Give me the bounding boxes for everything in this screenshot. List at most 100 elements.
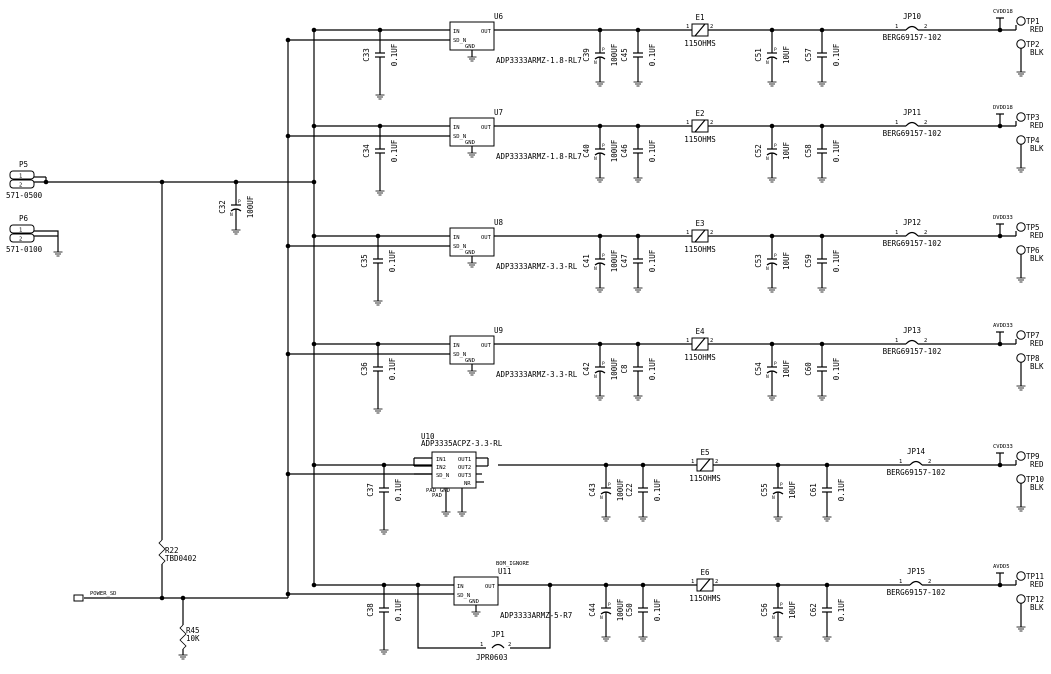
- label: C8: [620, 364, 629, 374]
- label: E3: [695, 219, 704, 228]
- label: TP5: [1026, 223, 1040, 232]
- label: RED: [1030, 231, 1044, 240]
- ground-icon: [467, 370, 477, 376]
- chip-body: [449, 117, 495, 147]
- junction-dot: [415, 582, 421, 588]
- label: C61: [809, 483, 818, 497]
- ground-icon: [767, 81, 777, 87]
- label: BLK: [1030, 603, 1044, 612]
- label: PAD: [432, 493, 442, 499]
- ground-icon: [633, 81, 643, 87]
- label: 115OHMS: [684, 353, 716, 362]
- label: C43: [588, 483, 597, 497]
- label: JP15: [907, 567, 925, 576]
- label: C33: [362, 48, 371, 62]
- label: JP12: [903, 218, 921, 227]
- label: 2: [928, 579, 931, 585]
- label: TP4: [1026, 136, 1040, 145]
- label: GND: [465, 140, 475, 146]
- label: 1: [895, 230, 898, 236]
- label: OUT3: [458, 473, 471, 479]
- label: C36: [360, 362, 369, 376]
- test-point-icon: [1016, 245, 1026, 255]
- label: GND: [465, 358, 475, 364]
- label: C35: [360, 254, 369, 268]
- label: C42: [582, 362, 591, 376]
- label: 2: [19, 237, 22, 243]
- jumper-icon: [905, 25, 919, 31]
- label: RED: [1030, 25, 1044, 34]
- test-point-icon: [1016, 353, 1026, 363]
- ground-icon: [1016, 71, 1026, 77]
- label: 1: [686, 230, 689, 236]
- ceramic-capacitor: C36 0.1UF: [360, 344, 397, 414]
- wire: [699, 458, 711, 472]
- ground-icon: [1016, 506, 1026, 512]
- label: N: [594, 156, 597, 162]
- regulator-chip: IN1IN2SD_NOUT1OUT2OUT3NRGNDPADPADU10ADP3…: [413, 432, 503, 517]
- jumper-icon: [905, 339, 919, 345]
- label: P: [774, 47, 777, 53]
- label: BERG69157-102: [887, 588, 946, 597]
- label: TP12: [1026, 595, 1044, 604]
- ground-icon: [595, 81, 605, 87]
- label: RED: [1030, 339, 1044, 348]
- ground-icon: [375, 94, 385, 100]
- label: E4: [695, 327, 705, 336]
- label: TP6: [1026, 246, 1040, 255]
- label: BLK: [1030, 48, 1044, 57]
- label: 2: [710, 338, 713, 344]
- test-point-icon: [1016, 474, 1026, 484]
- label: P: [780, 482, 783, 488]
- ground-icon: [601, 636, 611, 642]
- label: 100UF: [610, 43, 619, 66]
- ground-icon: [633, 287, 643, 293]
- label: IN2: [436, 465, 446, 471]
- ground-icon: [467, 152, 477, 158]
- label: 0.1UF: [832, 43, 841, 66]
- test-point-icon: [1016, 451, 1026, 461]
- wire: [694, 23, 706, 37]
- connector-pin: [9, 233, 35, 243]
- label: 1: [19, 174, 22, 180]
- label: 100UF: [616, 598, 625, 621]
- label: 0.1UF: [390, 139, 399, 162]
- label: 0.1UF: [388, 357, 397, 380]
- label: OUT1: [458, 457, 471, 463]
- ground-icon: [638, 636, 648, 642]
- label: C47: [620, 254, 629, 268]
- label: N: [766, 156, 769, 162]
- label: DVDD18: [993, 105, 1013, 111]
- ground-icon: [379, 529, 389, 535]
- label: P: [608, 602, 611, 608]
- label: 10UF: [788, 480, 797, 499]
- label: N: [600, 495, 603, 501]
- ground-icon: [467, 262, 477, 268]
- label: U10: [421, 432, 435, 441]
- label: C62: [809, 603, 818, 617]
- ground-icon: [595, 287, 605, 293]
- label: C52: [754, 144, 763, 158]
- label: 10UF: [782, 141, 791, 160]
- label: P5: [19, 160, 28, 169]
- label: ADP3333ARMZ-1.8-RL7: [496, 152, 582, 161]
- ground-icon: [467, 56, 477, 62]
- label: N: [594, 60, 597, 66]
- label: SD_N: [436, 473, 449, 479]
- jumper-icon: [909, 460, 923, 466]
- ground-icon: [773, 636, 783, 642]
- label: E5: [700, 448, 709, 457]
- label: IN: [453, 343, 460, 349]
- label: IN: [457, 584, 464, 590]
